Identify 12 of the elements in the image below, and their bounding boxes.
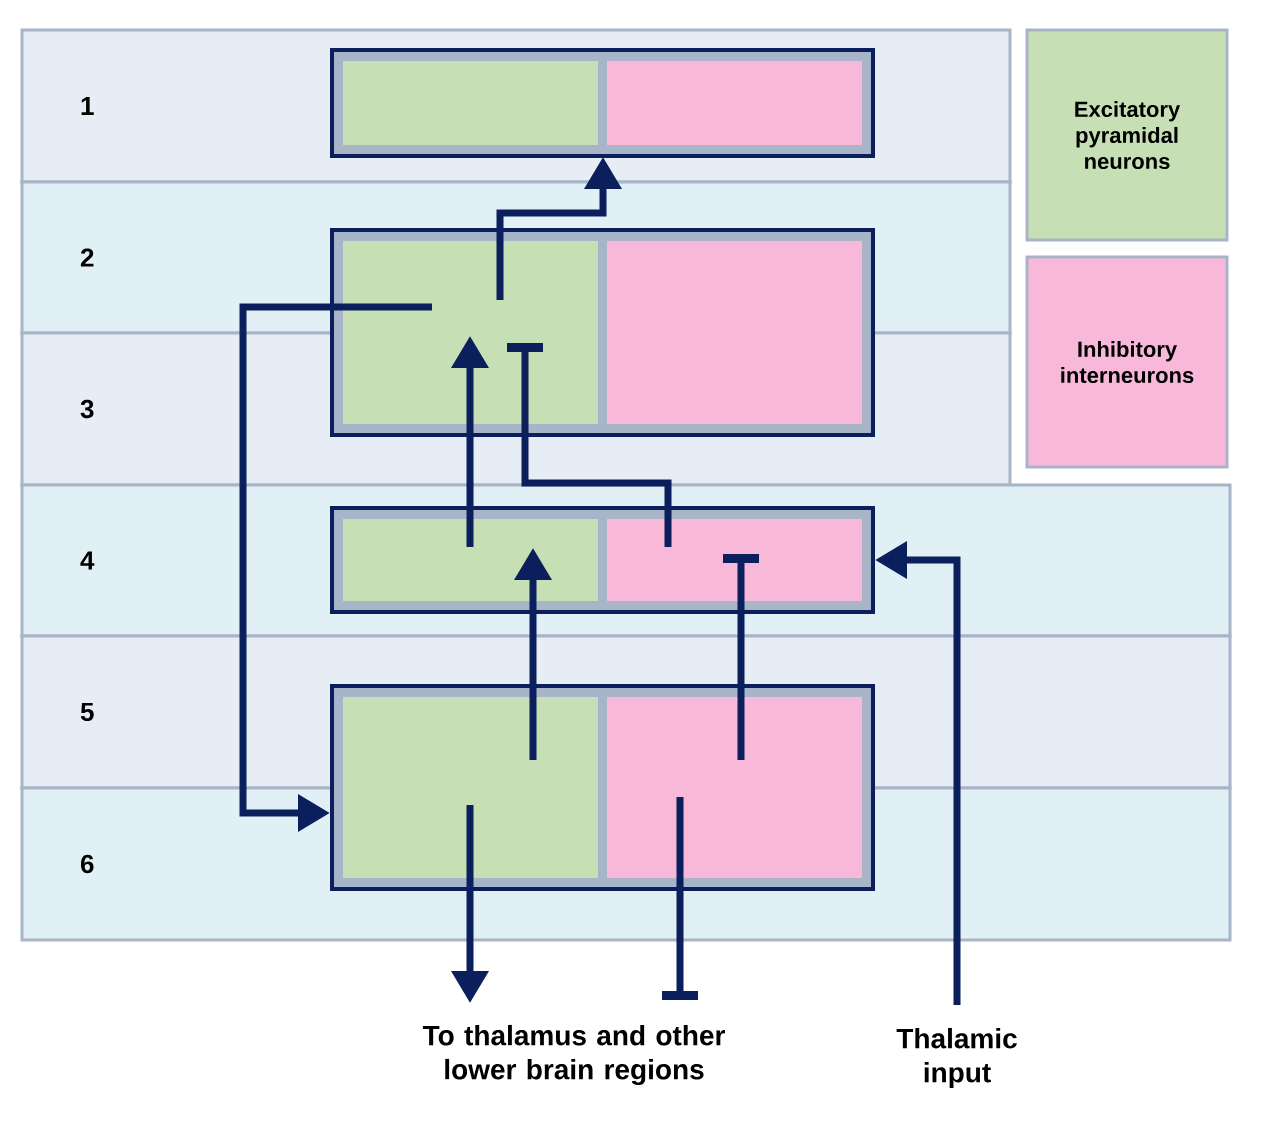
inhibitory-box: [607, 241, 862, 424]
excitatory-box: [343, 697, 598, 878]
inhibitory-box: [607, 61, 862, 145]
inhibitory-box: [607, 519, 862, 601]
legend-box: Inhibitory interneurons: [1025, 255, 1229, 469]
excitatory-box: [343, 61, 598, 145]
caption-text: To thalamus and other lower brain regions: [422, 1024, 725, 1086]
legend-box: Excitatory pyramidal neurons: [1025, 28, 1229, 242]
excitatory-box: [343, 241, 598, 424]
inhibitory-box: [607, 697, 862, 878]
excitatory-box: [343, 519, 598, 601]
caption-text: Thalamic input: [896, 1027, 1017, 1089]
